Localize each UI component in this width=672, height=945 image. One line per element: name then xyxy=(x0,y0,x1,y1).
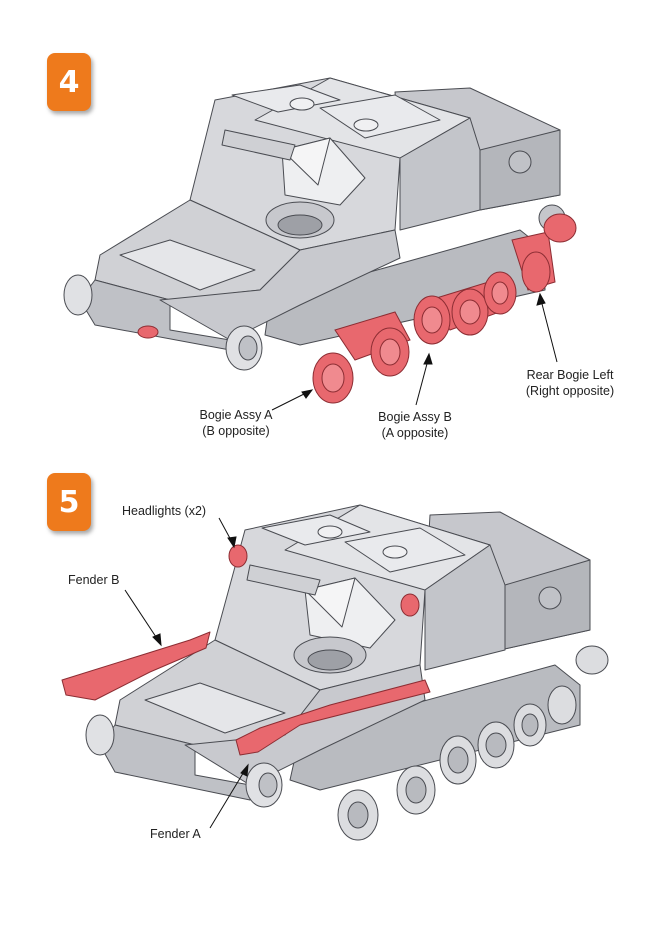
callout-line-1: Bogie Assy A xyxy=(199,408,273,422)
step-number: 4 xyxy=(58,64,80,100)
callout-line-1: Bogie Assy B xyxy=(378,410,452,424)
callout-bogie-assy-a: Bogie Assy A (B opposite) xyxy=(193,407,279,439)
callout-line-2: (A opposite) xyxy=(381,426,449,440)
callout-bogie-assy-b: Bogie Assy B (A opposite) xyxy=(375,409,455,441)
step-number: 5 xyxy=(58,484,80,520)
callout-fender-b: Fender B xyxy=(68,573,120,587)
callout-fender-a: Fender A xyxy=(150,827,201,841)
callout-line-1: Rear Bogie Left xyxy=(526,368,614,382)
callout-line-2: (Right opposite) xyxy=(525,384,615,398)
callout-rear-bogie-left: Rear Bogie Left (Right opposite) xyxy=(515,367,625,399)
callout-headlights: Headlights (x2) xyxy=(122,504,207,518)
callout-line-2: (B opposite) xyxy=(202,424,270,438)
step-4-badge: 4 xyxy=(47,53,91,111)
step-5-badge: 5 xyxy=(47,473,91,531)
